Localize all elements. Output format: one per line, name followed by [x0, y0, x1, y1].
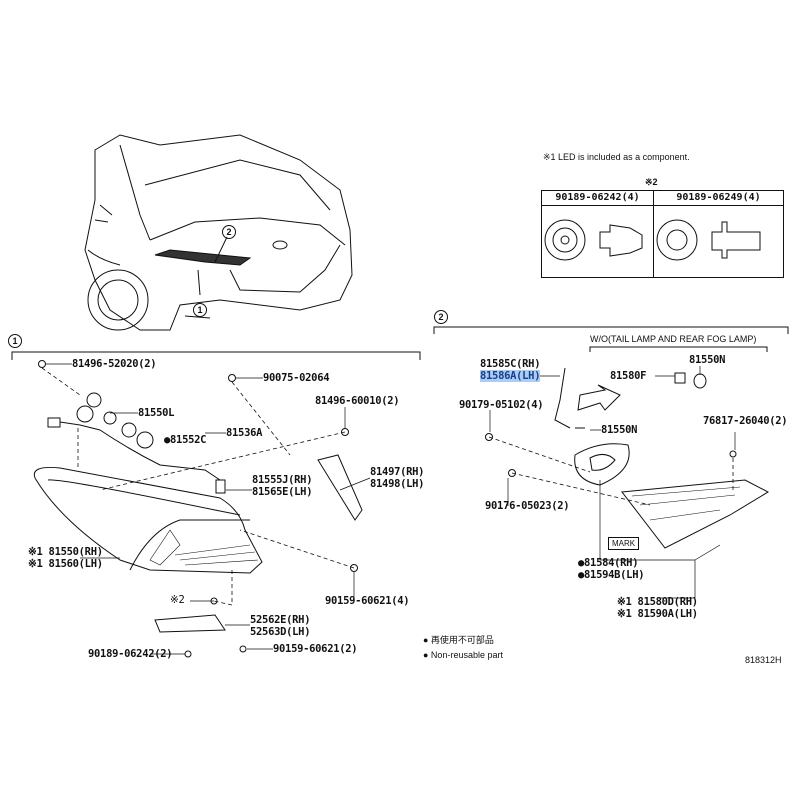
part-90159-60621-4[interactable]: 90159-60621(4) [325, 595, 410, 607]
part-81580d-rh[interactable]: ※1 81580D(RH) [617, 596, 698, 608]
part-81580f[interactable]: 81580F [610, 370, 647, 382]
table-header-2: 90189-06249(4) [654, 191, 783, 206]
part-81550n[interactable]: 81550N [601, 424, 638, 436]
part-81496-52020[interactable]: 81496-52020(2) [72, 358, 157, 370]
part-76817-26040[interactable]: 76817-26040(2) [703, 415, 788, 427]
note-2-ref: ※2 [170, 594, 185, 606]
part-90176-05023[interactable]: 90176-05023(2) [485, 500, 570, 512]
part-81555j-rh[interactable]: 81555J(RH) [252, 474, 313, 486]
part-81552c[interactable]: ●81552C [164, 434, 207, 446]
car-rear-illustration [84, 134, 353, 331]
car-callout-1: 1 [193, 303, 207, 317]
table-header-1: 90189-06242(4) [542, 191, 654, 206]
part-81594b-lh[interactable]: ●81594B(LH) [578, 569, 645, 581]
part-90075-02064[interactable]: 90075-02064 [263, 372, 330, 384]
part-81496-60010[interactable]: 81496-60010(2) [315, 395, 400, 407]
part-81590a-lh[interactable]: ※1 81590A(LH) [617, 608, 698, 620]
wo-label: W/O(TAIL LAMP AND REAR FOG LAMP) [590, 334, 757, 344]
part-81497-rh[interactable]: 81497(RH) [370, 466, 425, 478]
car-callout-2: 2 [222, 225, 236, 239]
inner-tail-lamp [621, 479, 770, 549]
part-81565e-lh[interactable]: 81565E(LH) [252, 486, 313, 498]
part-81550l[interactable]: 81550L [138, 407, 175, 419]
mark-box: MARK [608, 537, 640, 550]
part-90189-06242[interactable]: 90189-06242(2) [88, 648, 173, 660]
part-52563d-lh[interactable]: 52563D(LH) [250, 626, 311, 638]
part-81585c-rh[interactable]: 81585C(RH) [480, 358, 541, 370]
part-90159-60621-2[interactable]: 90159-60621(2) [273, 643, 358, 655]
led-note: ※1 LED is included as a component. [543, 152, 690, 162]
section-2-marker: 2 [434, 310, 448, 324]
legend-non-reusable: ● Non-reusable part [423, 650, 503, 660]
part-81560-lh[interactable]: ※1 81560(LH) [28, 558, 103, 570]
diagram-id: 818312H [745, 655, 782, 665]
part-81550n-fog[interactable]: 81550N [689, 354, 726, 366]
section-1-marker: 1 [8, 334, 22, 348]
part-81498-lh[interactable]: 81498(LH) [370, 478, 425, 490]
part-81586a-lh[interactable]: 81586A(LH) [480, 370, 541, 382]
bulb-socket-assembly [47, 392, 226, 494]
part-81584-rh[interactable]: ●81584(RH) [578, 557, 639, 569]
clip-illustrations [544, 219, 761, 261]
part-52562e-rh[interactable]: 52562E(RH) [250, 614, 311, 626]
part-81550-rh[interactable]: ※1 81550(RH) [28, 546, 103, 558]
part-90179-05102[interactable]: 90179-05102(4) [459, 399, 544, 411]
part-81536a[interactable]: 81536A [226, 427, 263, 439]
clip-reference-table: 90189-06242(4) 90189-06249(4) [541, 190, 784, 278]
outer-tail-lamp [33, 467, 263, 574]
note-2-mark: ※2 [645, 177, 658, 187]
legend-japanese: ● 再使用不可部品 [423, 635, 494, 645]
